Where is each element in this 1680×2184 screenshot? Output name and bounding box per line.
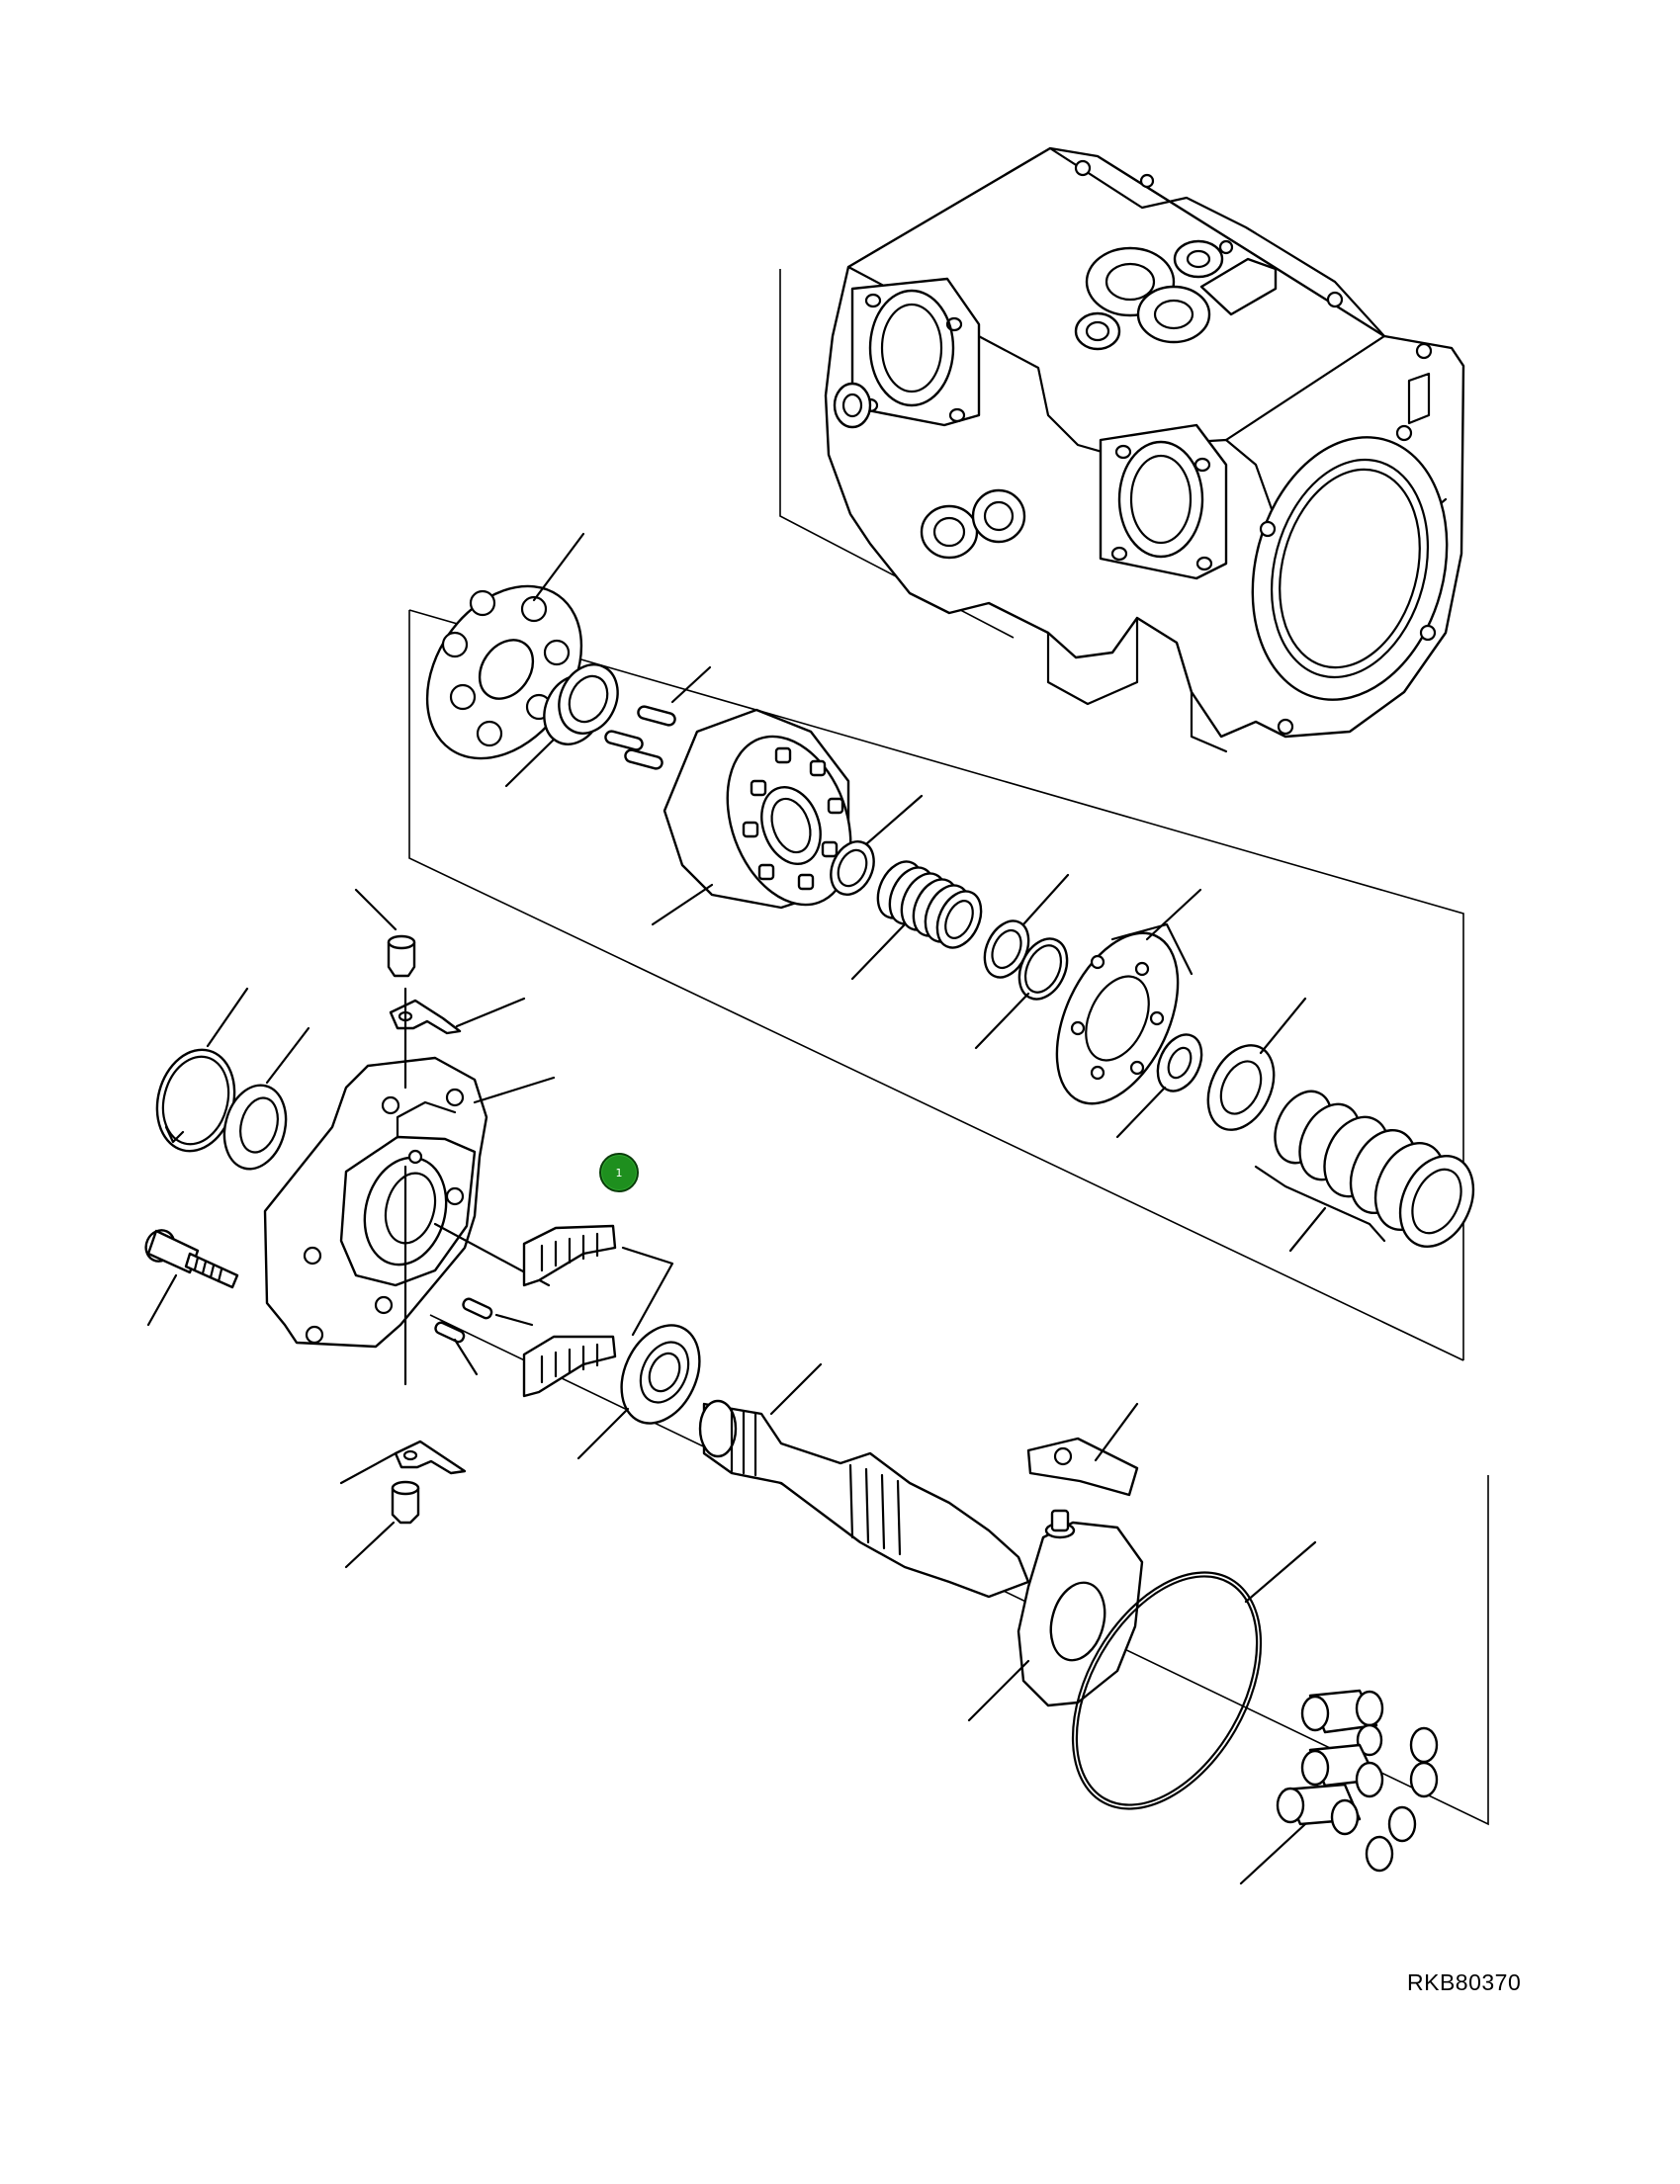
o-ring (1071, 1540, 1317, 1810)
cylinder-block (651, 708, 852, 926)
half-shell-bearings (522, 1224, 674, 1398)
gear-bracket (967, 1402, 1144, 1722)
retaining-clip-top (389, 997, 526, 1035)
coil-springs (1254, 1090, 1475, 1253)
swash-plate (1055, 888, 1202, 1105)
drawing-code: RKB80370 (1407, 1969, 1522, 1995)
servo-piston-cover (263, 987, 556, 1386)
retaining-clip-bottom (339, 1440, 467, 1485)
cap-screw (144, 1229, 239, 1327)
thrust-washer (1115, 1033, 1203, 1139)
bearing-seal-set (155, 987, 310, 1171)
guide-pins (604, 665, 712, 770)
valve-plate (425, 532, 585, 760)
pivot-cap-bottom (344, 1480, 420, 1569)
pump-housing (824, 146, 1465, 753)
compression-spring (850, 860, 983, 981)
needle-bearing (504, 663, 619, 788)
dowel-pins (434, 1297, 534, 1376)
ball-bearing (576, 1324, 701, 1460)
drive-shaft (698, 1362, 1030, 1599)
snap-ring-and-washer (974, 873, 1070, 1050)
retainer-washer (830, 794, 924, 896)
piston-set (1239, 1689, 1439, 1885)
bearing-ring (1206, 997, 1307, 1131)
pivot-cap-top (354, 888, 416, 978)
callout-badge-1[interactable]: 1 (599, 1153, 639, 1192)
